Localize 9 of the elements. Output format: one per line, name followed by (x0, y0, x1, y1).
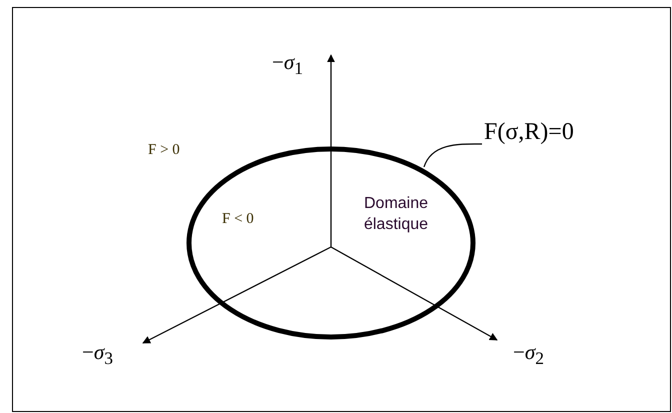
axis-label: −σ$_{3}$ (82, 342, 113, 368)
axis-label: −σ$_{1}$ (272, 52, 303, 78)
region-label: F > 0 (148, 143, 180, 158)
axis-label: −σ$_{2}$ (513, 342, 544, 368)
yield-surface-ellipse (186, 146, 476, 340)
region-label: Domaine élastique (362, 194, 430, 235)
equation-label: F(σ,R)=0 (484, 120, 574, 144)
region-label: F < 0 (222, 212, 254, 227)
leader-line (423, 143, 482, 168)
